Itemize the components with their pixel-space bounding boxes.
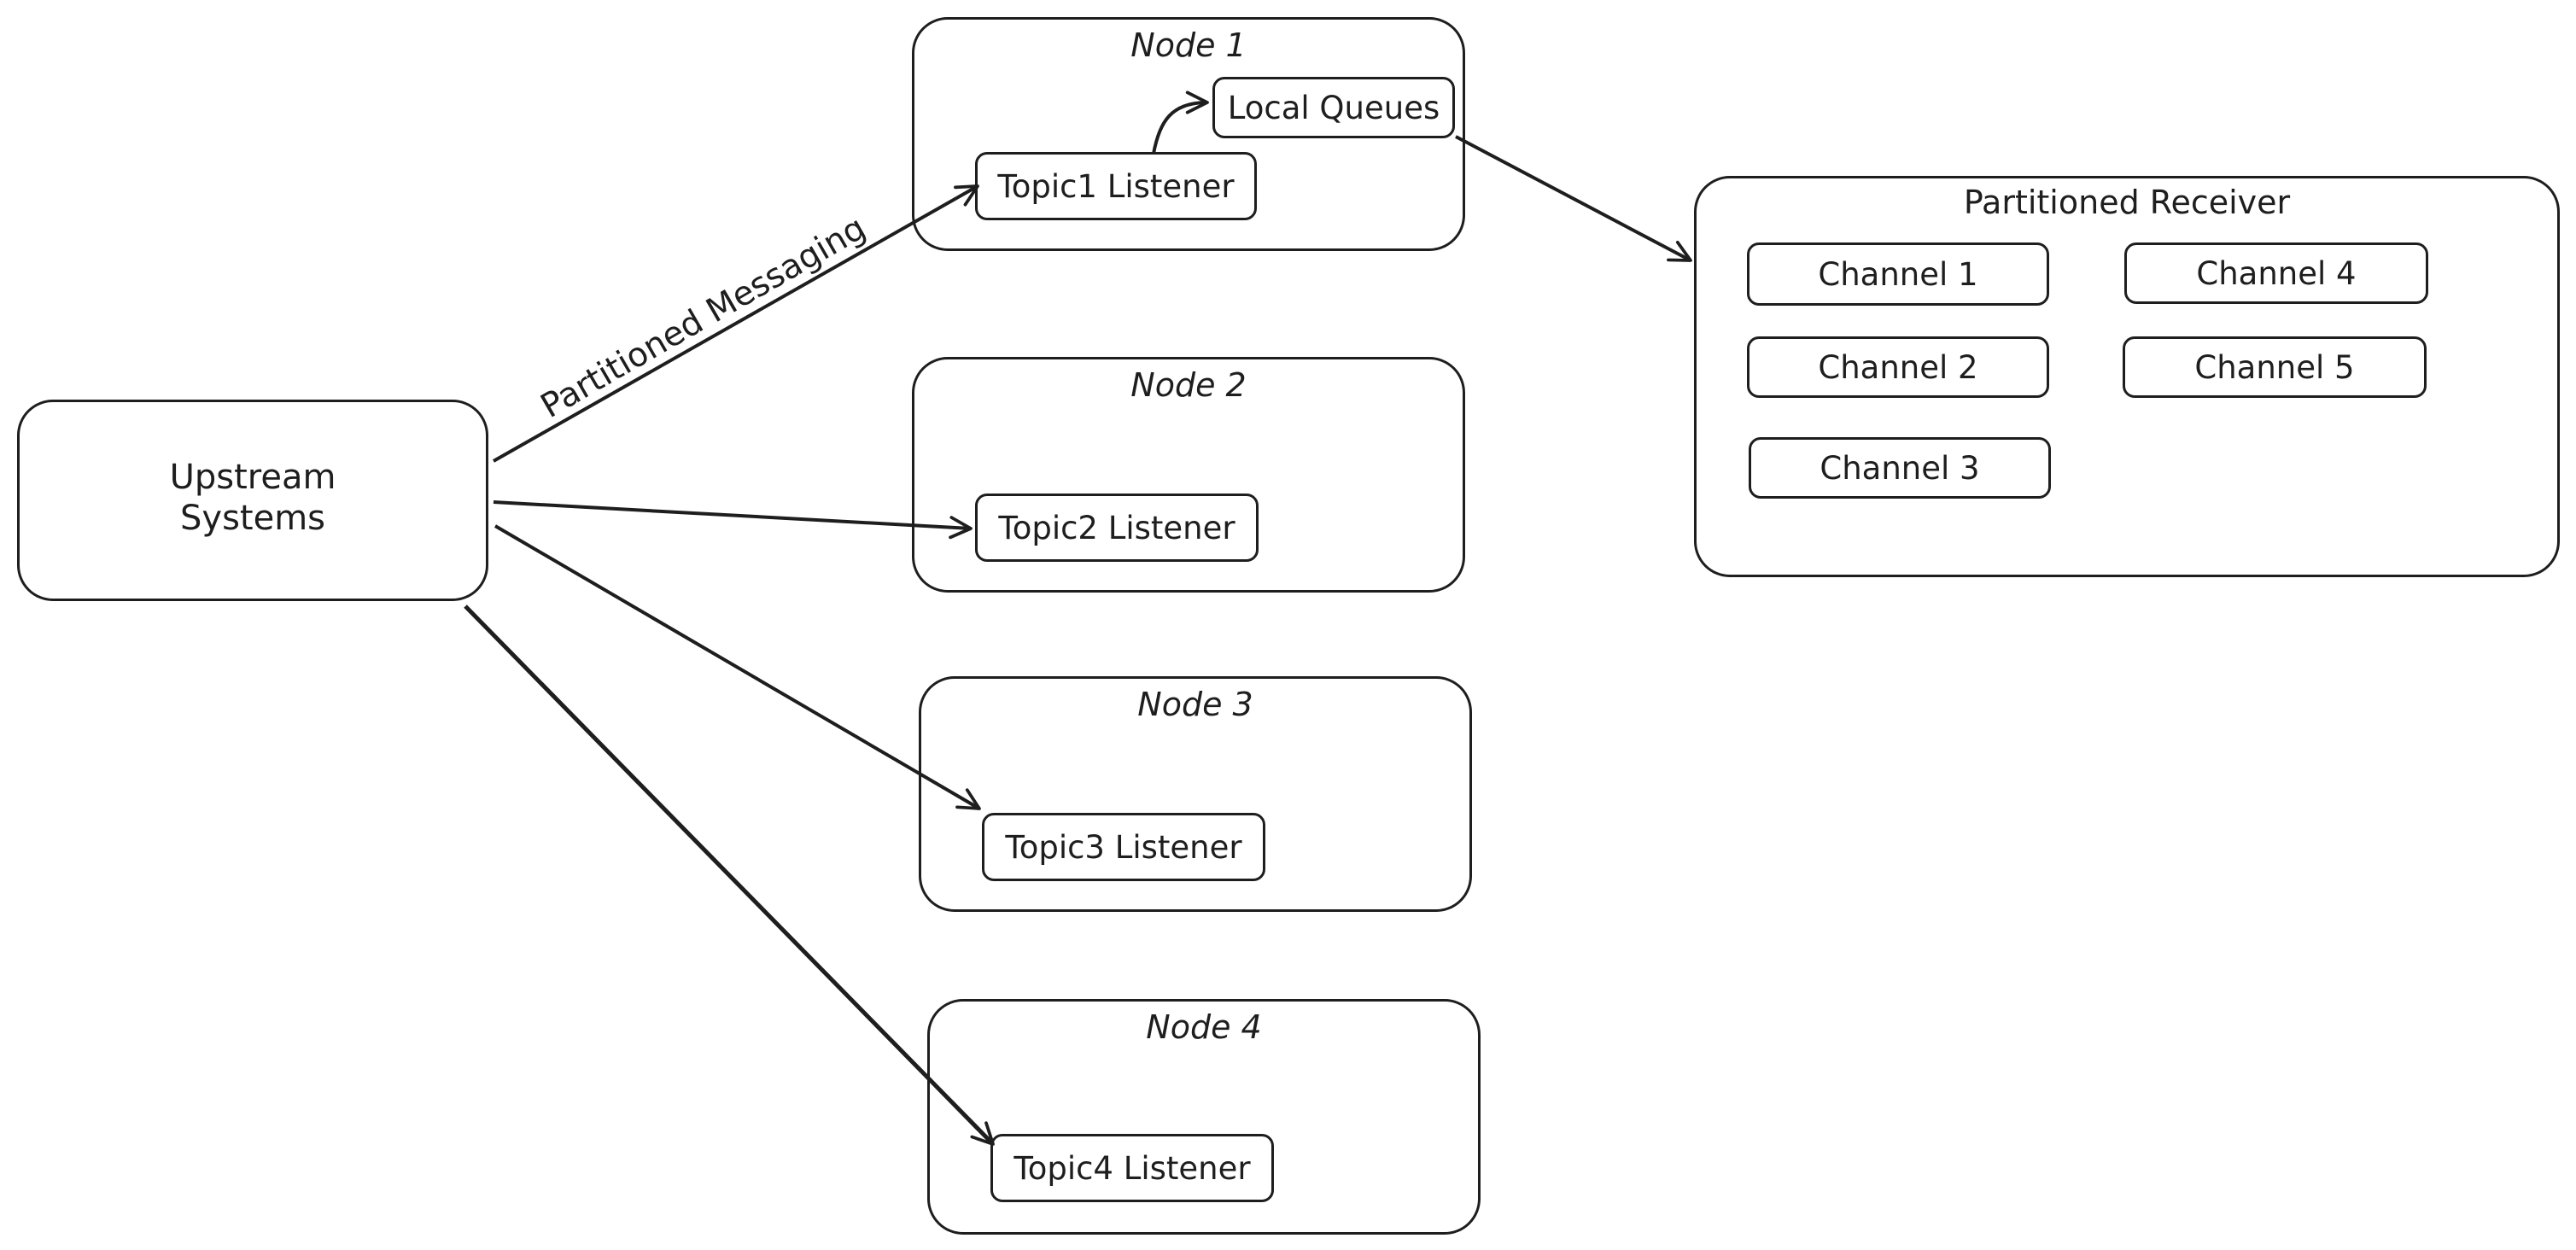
edge-upstream-to-topic4 (464, 605, 995, 1146)
local-queues-box: Local Queues (1212, 77, 1455, 138)
edge-upstream-to-topic1 (493, 184, 979, 463)
edge-topic1-to-local-queues (1152, 91, 1209, 155)
upstream-systems-label: Upstream Systems (20, 457, 486, 539)
node-1-title: Node 1 (1130, 26, 1247, 64)
topic4-listener-box: Topic4 Listener (990, 1134, 1274, 1202)
topic3-listener-box: Topic3 Listener (982, 813, 1265, 881)
topic2-listener-box: Topic2 Listener (975, 494, 1259, 562)
channel-3-box: Channel 3 (1749, 437, 2051, 499)
node-3-title: Node 3 (1137, 686, 1253, 723)
upstream-label-line1: Upstream (169, 458, 336, 497)
edge-upstream-to-topic3 (494, 524, 981, 810)
node-2-title: Node 2 (1130, 366, 1247, 404)
node-3-box: Node 3 (919, 676, 1472, 912)
channel-4-box: Channel 4 (2124, 242, 2428, 304)
node-1-box: Node 1 (912, 17, 1465, 251)
node-2-box: Node 2 (912, 357, 1465, 593)
channel-5-box: Channel 5 (2123, 336, 2427, 398)
node-4-title: Node 4 (1146, 1008, 1262, 1046)
upstream-systems-box: Upstream Systems (17, 400, 488, 601)
upstream-label-line2: Systems (180, 499, 325, 538)
edge-local-queues-to-receiver (1455, 135, 1692, 262)
channel-1-box: Channel 1 (1747, 242, 2049, 306)
partitioned-receiver-box: Partitioned Receiver (1694, 176, 2560, 577)
node-4-box: Node 4 (927, 999, 1481, 1235)
edge-upstream-to-topic2 (493, 500, 973, 540)
partitioned-receiver-title: Partitioned Receiver (1963, 184, 2291, 221)
channel-2-box: Channel 2 (1747, 336, 2049, 398)
topic1-listener-box: Topic1 Listener (975, 152, 1257, 220)
